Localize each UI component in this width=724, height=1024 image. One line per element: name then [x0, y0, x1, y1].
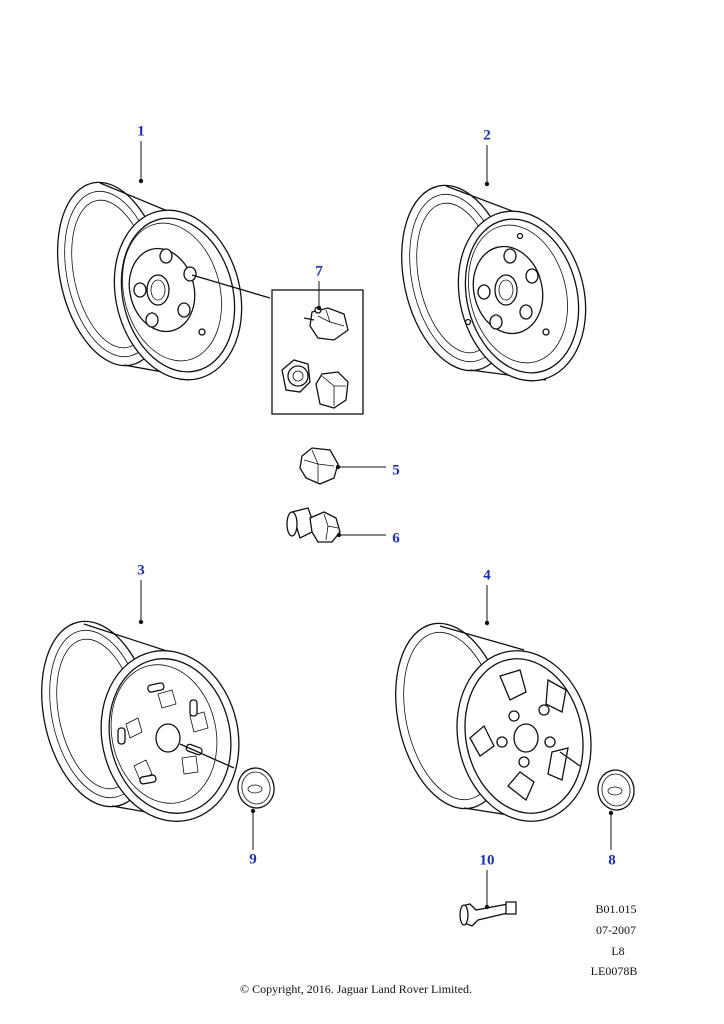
alloy-wheel-a[interactable]	[26, 611, 255, 834]
reference-date: 07-2007	[596, 923, 636, 937]
leader-lines	[138, 141, 614, 910]
callout-2[interactable]: 2	[483, 127, 491, 144]
reference-drawing: LE0078B	[590, 964, 638, 978]
callout-1[interactable]: 1	[137, 123, 145, 140]
callout-9[interactable]: 9	[249, 851, 257, 868]
callout-8[interactable]: 8	[608, 852, 616, 869]
callout-10[interactable]: 10	[479, 852, 495, 869]
wheel-nut-with-washer[interactable]	[286, 507, 341, 543]
steel-wheel-a[interactable]	[42, 172, 271, 393]
reference-model: L8	[611, 944, 625, 958]
steel-wheel-b[interactable]	[386, 175, 603, 395]
center-cap-a[interactable]	[235, 765, 277, 811]
copyright-notice: © Copyright, 2016. Jaguar Land Rover Lim…	[239, 982, 473, 996]
valve-stem[interactable]	[459, 901, 517, 927]
callout-5[interactable]: 5	[392, 462, 400, 479]
callout-4[interactable]: 4	[483, 567, 491, 584]
callout-3[interactable]: 3	[137, 562, 145, 579]
center-cap-b[interactable]	[595, 767, 637, 813]
callout-6[interactable]: 6	[392, 530, 400, 547]
reference-code: B01.015	[595, 902, 637, 916]
locking-nut-kit[interactable]	[271, 289, 364, 415]
alloy-wheel-b[interactable]	[380, 613, 607, 834]
callout-7[interactable]: 7	[315, 263, 323, 280]
wheel-nut[interactable]	[299, 447, 339, 485]
